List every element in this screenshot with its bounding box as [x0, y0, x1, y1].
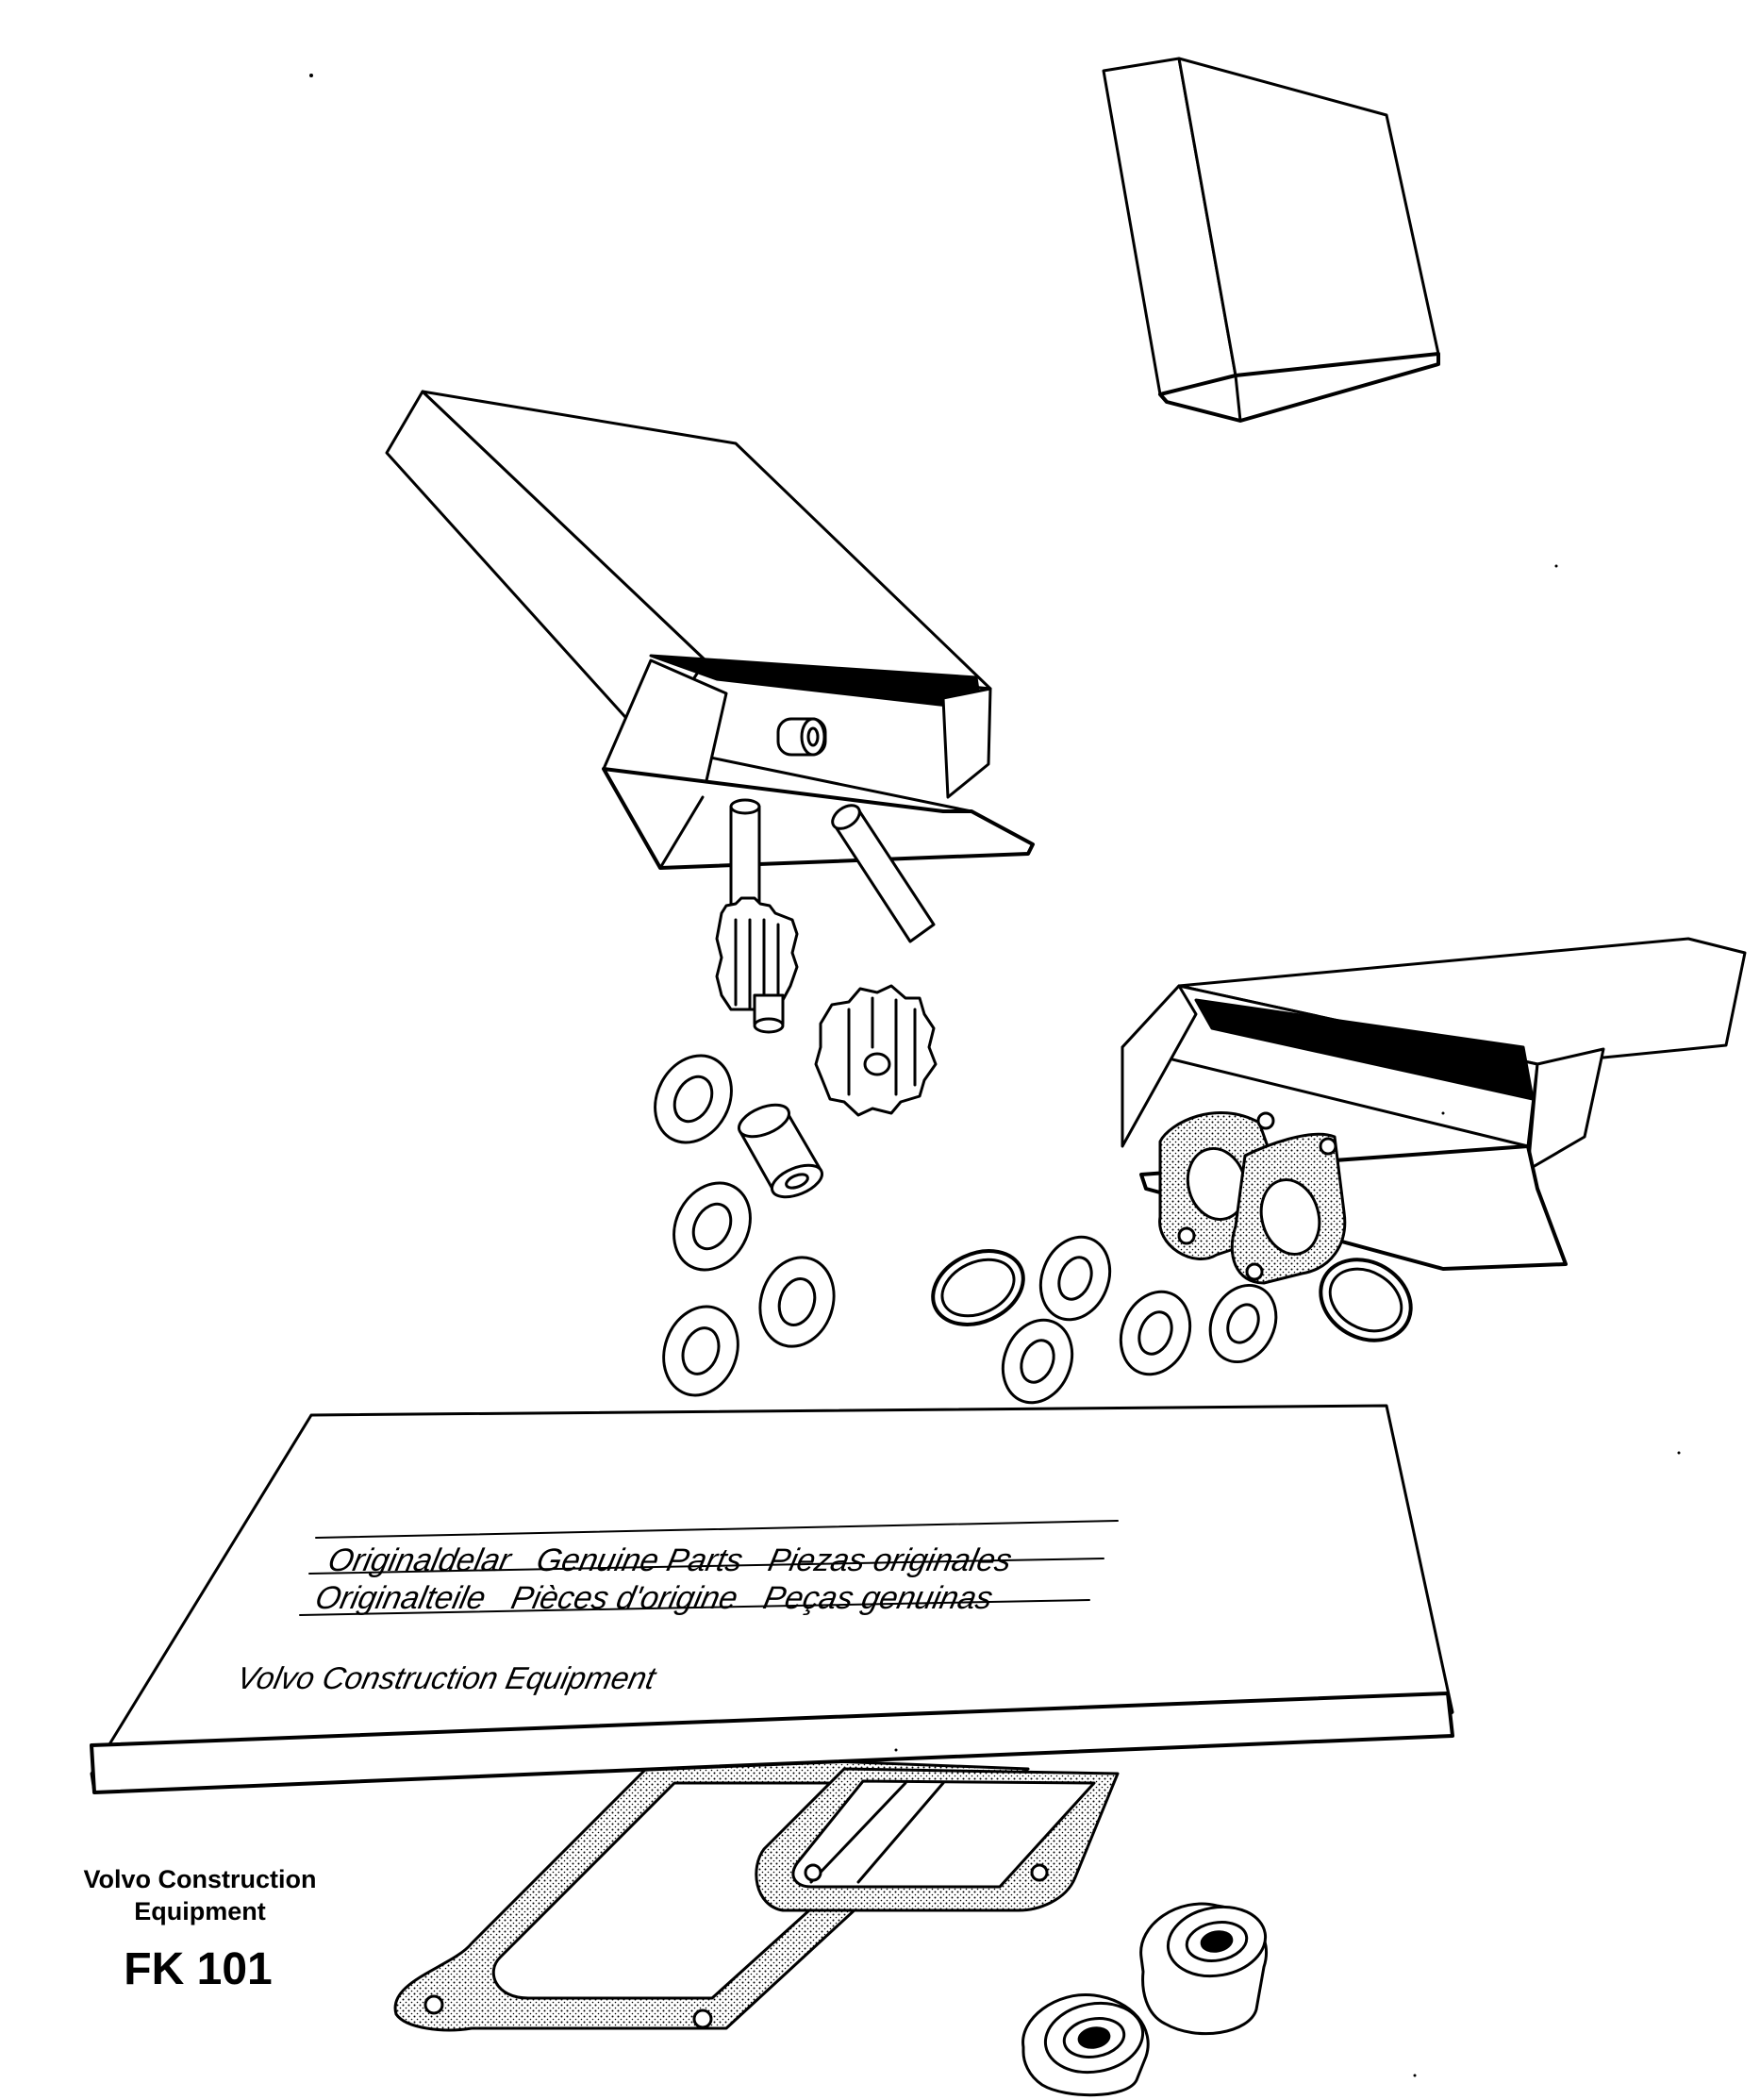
washer-icon — [758, 1256, 836, 1348]
caption-line-2: Equipment — [134, 1897, 266, 1925]
board-line-1: Originaldelar Genuine Parts Piezas origi… — [324, 1542, 1015, 1578]
washer-icon — [654, 1054, 733, 1144]
open-box-icon — [385, 390, 1035, 870]
closed-box-icon — [1102, 57, 1440, 423]
bearing-icon — [1021, 1992, 1150, 2097]
washer-icon — [1208, 1283, 1278, 1364]
bearing-icon — [1139, 1902, 1269, 2036]
washer-icon — [1119, 1290, 1192, 1376]
gear-shaft-icon — [715, 798, 799, 1034]
parts-board — [90, 1404, 1454, 1794]
caption-brand: Volvo Construction Equipment — [49, 1863, 351, 1927]
washer-icon — [1001, 1318, 1074, 1405]
roller-icon — [776, 717, 827, 757]
pin-icon — [831, 804, 936, 943]
board-line-2: Originalteile Pièces d'origine Peças gen… — [312, 1580, 996, 1616]
washer-icon — [662, 1305, 739, 1397]
o-ring-icon — [931, 1249, 1025, 1326]
board-brand: Volvo Construction Equipment — [234, 1661, 660, 1696]
open-box-icon — [1121, 937, 1747, 1271]
caption-line-1: Volvo Construction — [83, 1865, 317, 1893]
figure-code: FK 101 — [124, 1944, 273, 1994]
washer-icon — [672, 1181, 752, 1272]
gasket-icon — [1230, 1132, 1347, 1285]
washer-icon — [1038, 1235, 1112, 1322]
o-ring-icon — [1319, 1258, 1413, 1342]
bushing-icon — [738, 1103, 823, 1199]
gasket-icon — [755, 1767, 1120, 1912]
gear-icon — [814, 984, 938, 1117]
